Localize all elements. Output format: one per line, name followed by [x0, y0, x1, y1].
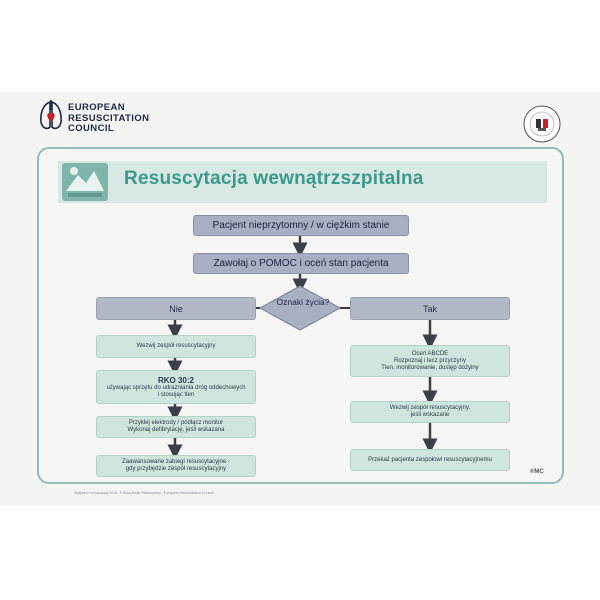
step-text: Przyklej elektrody / podłącz monitor	[128, 420, 224, 426]
call-help-box: Zawołaj o POMOC i oceń stan pacjenta	[193, 253, 409, 274]
step-text: Przekaż pacjenta zespołowi resuscytacyjn…	[368, 456, 492, 463]
step-text: Zaawansowane zabiegi resuscytacyjne -	[122, 459, 230, 465]
step-text: Wykonaj defibrylację, jeśli wskazana	[127, 427, 225, 433]
yes-step-handover: Przekaż pacjenta zespołowi resuscytacyjn…	[350, 449, 510, 471]
step-text: Rozpoznaj i lecz przyczyny	[393, 357, 467, 364]
step-text: Wezwij zespół resuscytacyjny,	[389, 405, 471, 411]
erc-lungs-heart-icon	[40, 100, 62, 130]
step-text: i stosując tlen	[157, 391, 195, 398]
no-step-als: Zaawansowane zabiegi resuscytacyjne - gd…	[96, 455, 256, 477]
no-step-cpr: RKO 30:2 używając sprzętu do udrażniania…	[96, 370, 256, 404]
no-step-call-team: Wezwij zespół resuscytacyjny	[96, 335, 256, 358]
no-step-defib: Przyklej elektrody / podłącz monitor Wyk…	[96, 416, 256, 438]
step-heading: RKO 30:2	[157, 375, 194, 385]
erc-name-line: COUNCIL	[68, 123, 115, 134]
step-text: Wezwij zespół resuscytacyjny	[136, 343, 216, 349]
footer-note: Wytyczne resuscytacji 2015 · Polska Rada…	[74, 491, 214, 495]
step-text: używając sprzętu do udrażniania dróg odd…	[106, 384, 246, 391]
header-band	[58, 161, 547, 203]
page-title: Resuscytacja wewnątrzszpitalna	[124, 168, 424, 189]
corner-mark: ®MC	[530, 469, 544, 475]
erc-name: EUROPEAN RESUSCITATION COUNCIL	[68, 102, 150, 135]
yes-step-call-team: Wezwij zespół resuscytacyjny, jeśli wska…	[350, 401, 510, 423]
no-branch-header: Nie	[96, 297, 256, 320]
yes-branch-header: Tak	[350, 297, 510, 320]
start-box: Pacjent nieprzytomny / w ciężkim stanie	[193, 215, 409, 236]
decision-diamond	[258, 285, 342, 331]
decision-label: Oznaki życia?	[276, 297, 330, 307]
hospital-illustration-icon	[62, 163, 108, 201]
step-text: jeśli wskazane	[410, 412, 450, 418]
prc-seal-icon	[523, 105, 561, 143]
erc-name-line: EUROPEAN	[68, 102, 126, 113]
step-text: Tlen, monitorowanie, dostęp dożylny	[381, 364, 479, 371]
yes-step-assess: Oceń ABCDE Rozpoznaj i lecz przyczyny Tl…	[350, 345, 510, 377]
step-text: Oceń ABCDE	[411, 350, 449, 357]
step-text: gdy przybędzie zespół resuscytacyjny	[125, 466, 227, 472]
erc-name-line: RESUSCITATION	[68, 112, 150, 124]
